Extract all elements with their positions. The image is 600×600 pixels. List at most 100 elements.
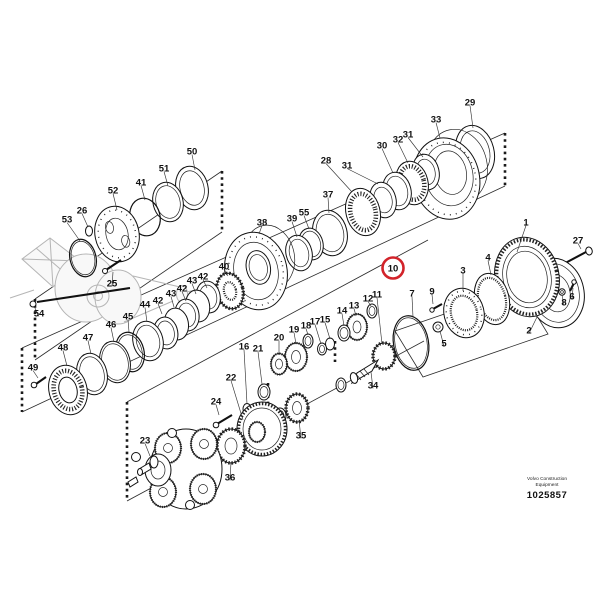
leader-line-33 [435, 122, 441, 139]
callout-43: 43 [187, 275, 198, 286]
leader-line-34 [370, 371, 374, 389]
callout-55: 55 [299, 207, 310, 218]
leader-line-24 [215, 404, 220, 416]
leader-line-15 [324, 322, 331, 340]
clutch-disc-pack-42-43 [153, 280, 221, 350]
callout-leader-lines [32, 105, 582, 481]
leader-line-22 [230, 380, 244, 421]
callout-42: 42 [177, 283, 188, 294]
bolt-24 [212, 414, 233, 429]
coupling-ring-3 [443, 287, 485, 339]
leader-line-5 [439, 330, 445, 347]
callout-33: 33 [431, 114, 442, 125]
callout-31: 31 [403, 129, 414, 140]
callout-47: 47 [83, 332, 94, 343]
leader-line-54 [33, 305, 40, 317]
planet-carrier [131, 427, 223, 510]
leader-line-19 [293, 332, 297, 345]
callout-37: 37 [323, 189, 334, 200]
callout-13: 13 [349, 300, 360, 311]
leader-line-31 [346, 168, 379, 185]
pin-23-parts [127, 455, 159, 488]
brand-line2: Equipment [536, 482, 560, 488]
leader-line-41 [140, 185, 146, 201]
callout-11: 11 [372, 289, 383, 300]
leader-line-6 [571, 287, 574, 300]
callout-45: 45 [123, 311, 134, 322]
callout-20: 20 [274, 332, 285, 343]
planetary-gear-parts [127, 303, 397, 510]
brand-line1: Volvo Construction [527, 476, 567, 482]
leader-line-40 [223, 269, 229, 277]
output-gear-wheel [236, 401, 288, 457]
callout-54: 54 [34, 308, 45, 319]
plug-5 [432, 321, 444, 333]
leader-line-25 [111, 271, 114, 287]
callout-46: 46 [106, 319, 117, 330]
leader-line-52 [112, 193, 118, 211]
leader-line-23 [144, 443, 151, 457]
hydraulic-motor-ghost [9, 237, 200, 325]
bolt-54 [29, 286, 131, 308]
leader-line-44 [144, 307, 148, 323]
leader-line-45 [127, 319, 130, 333]
callout-23: 23 [140, 435, 151, 446]
footer-title-block: Volvo Construction Equipment 1025857 [527, 476, 568, 501]
leader-line-42 [157, 303, 163, 315]
callout-28: 28 [321, 155, 332, 166]
figure-number: 1025857 [527, 490, 567, 501]
callout-1: 1 [523, 217, 529, 228]
callout-53: 53 [62, 214, 73, 225]
shaft-34 [335, 341, 397, 393]
callout-36: 36 [225, 472, 236, 483]
callout-22: 22 [226, 372, 237, 383]
leader-line-7 [411, 296, 414, 318]
callout-14: 14 [337, 305, 348, 316]
motor-flange-parts [29, 165, 209, 308]
bolt-9 [429, 303, 443, 313]
clip-26 [85, 225, 93, 237]
leader-line-9 [431, 294, 434, 305]
callout-51: 51 [159, 163, 170, 174]
leader-line-39 [291, 221, 298, 238]
ring-44 [132, 320, 164, 362]
leader-line-29 [469, 105, 474, 129]
callout-4: 4 [485, 252, 491, 263]
ring-51 [152, 181, 184, 223]
leader-line-46 [110, 327, 115, 343]
callout-40: 40 [219, 261, 230, 272]
callout-48: 48 [58, 342, 69, 353]
leader-line-53 [66, 222, 81, 242]
leader-line-30 [381, 148, 394, 174]
callout-10-highlighted[interactable]: 10 [388, 263, 399, 274]
leader-line-49 [32, 370, 39, 379]
leader-line-17 [314, 324, 322, 345]
callout-50: 50 [187, 146, 198, 157]
flange-52 [94, 205, 140, 263]
leader-line-43 [191, 283, 197, 295]
callout-16: 16 [239, 341, 250, 352]
leader-line-11 [376, 297, 383, 345]
washer-8 [558, 288, 566, 296]
leader-line-28 [325, 163, 353, 193]
callout-17: 17 [310, 316, 321, 327]
callout-44: 44 [140, 299, 151, 310]
callout-42: 42 [198, 271, 209, 282]
leader-line-51 [163, 171, 169, 187]
bearing-28 [345, 187, 381, 237]
ring-50 [175, 165, 209, 211]
leader-line-38 [258, 225, 263, 235]
callout-29: 29 [465, 97, 476, 108]
bolt-6 [569, 279, 577, 292]
leader-line-26 [81, 213, 89, 228]
callout-43: 43 [166, 288, 177, 299]
callout-34: 34 [368, 380, 379, 391]
leader-line-42 [181, 291, 187, 302]
highlighted-callout-circle[interactable] [381, 256, 405, 280]
leader-line-12 [367, 301, 372, 307]
leader-line-47 [87, 340, 92, 355]
oring-53 [68, 238, 98, 278]
ring-39 [285, 234, 313, 272]
